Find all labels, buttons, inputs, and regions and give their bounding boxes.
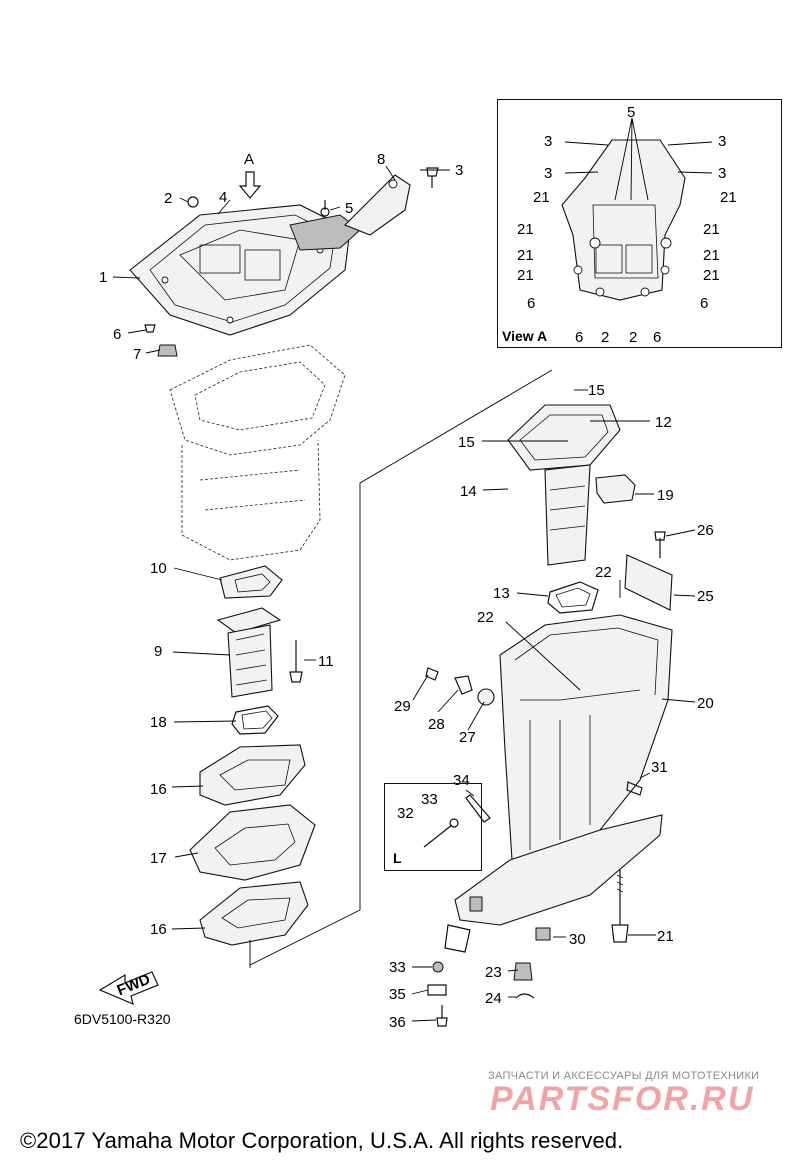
callout-16b: 16	[150, 921, 167, 938]
partsfor-logo: PARTSFOR.RU	[490, 1080, 754, 1118]
callout-34: 34	[453, 772, 470, 789]
callout-24: 24	[485, 990, 502, 1007]
view-a-drawing	[561, 139, 686, 301]
callout-5: 5	[345, 200, 353, 217]
callout-8: 8	[377, 151, 385, 168]
callout-22b: 22	[477, 609, 494, 626]
gasket-10-drawing	[219, 565, 283, 599]
va-callout-6c: 6	[575, 329, 583, 346]
callout-14: 14	[460, 483, 477, 500]
callout-32: 32	[397, 805, 414, 822]
callout-26: 26	[697, 522, 714, 539]
bottom-fittings-drawing	[427, 781, 643, 1027]
view-a-label: View A	[502, 328, 548, 344]
callout-13: 13	[493, 585, 510, 602]
callout-35: 35	[389, 986, 406, 1003]
callout-10: 10	[150, 560, 167, 577]
svg-text:PARTSFOR.RU: PARTSFOR.RU	[490, 1080, 754, 1116]
engine-mount-plate-drawing	[129, 204, 361, 336]
leader-lines	[112, 117, 713, 1022]
callout-27: 27	[459, 729, 476, 746]
callout-20: 20	[697, 695, 714, 712]
va-callout-21e: 21	[517, 247, 534, 264]
callout-1: 1	[99, 269, 107, 286]
va-callout-21f: 21	[703, 247, 720, 264]
callout-6: 6	[113, 326, 121, 343]
callout-33a: 33	[421, 791, 438, 808]
fwd-arrow: FWD	[98, 971, 159, 1006]
gaskets-16-17-drawing	[189, 744, 316, 946]
va-callout-21g: 21	[517, 267, 534, 284]
callout-25: 25	[697, 588, 714, 605]
va-callout-3b: 3	[718, 133, 726, 150]
fittings-27-29-drawing	[425, 667, 495, 706]
callout-7: 7	[133, 346, 141, 363]
callout-12: 12	[655, 414, 672, 431]
va-callout-2b: 2	[629, 329, 637, 346]
upper-casing-drawing	[454, 614, 673, 926]
rubber-mount-drawing	[344, 174, 411, 236]
callout-21: 21	[657, 928, 674, 945]
bolt-11-drawing	[289, 640, 303, 683]
detail-l-frame	[384, 783, 482, 871]
callout-11: 11	[318, 653, 334, 670]
exhaust-guide-drawing	[216, 607, 282, 698]
callout-19: 19	[657, 487, 674, 504]
callout-33b: 33	[389, 959, 406, 976]
view-a-arrow: A	[238, 151, 262, 199]
callout-36: 36	[389, 1014, 406, 1031]
callout-18: 18	[150, 714, 167, 731]
va-callout-21a: 21	[533, 189, 550, 206]
bolt-21-drawing	[611, 870, 629, 943]
va-callout-21d: 21	[703, 221, 720, 238]
va-callout-2a: 2	[601, 329, 609, 346]
callout-17: 17	[150, 850, 167, 867]
seal-18-drawing	[231, 705, 279, 735]
va-callout-6b: 6	[700, 295, 708, 312]
view-a-inset-frame	[497, 99, 782, 348]
callout-22a: 22	[595, 564, 612, 581]
va-callout-21c: 21	[517, 221, 534, 238]
upper-casing-ghost-drawing	[169, 344, 346, 561]
callout-2: 2	[164, 190, 172, 207]
callouts-view-a: 5 3 3 3 3 21 21 21 21 21 21 21 21 6 6 6 …	[517, 104, 737, 346]
plate-25-drawing	[624, 531, 673, 611]
callouts-main: 1 2 3 4 5 6 7 8 9 10 11 12 13 14 15 15 1…	[99, 151, 714, 1031]
va-callout-21h: 21	[703, 267, 720, 284]
watermark-tagline: ЗАПЧАСТИ И АКСЕССУАРЫ ДЛЯ МОТОТЕХНИКИ	[488, 1070, 760, 1082]
va-callout-6d: 6	[653, 329, 661, 346]
va-callout-3d: 3	[718, 165, 726, 182]
callout-29: 29	[394, 698, 411, 715]
va-callout-3c: 3	[544, 165, 552, 182]
callout-15b: 15	[458, 434, 475, 451]
partsfor-watermark: ЗАПЧАСТИ И АКСЕССУАРЫ ДЛЯ МОТОТЕХНИКИ PA…	[488, 1070, 784, 1121]
copyright-notice: ©2017 Yamaha Motor Corporation, U.S.A. A…	[20, 1128, 624, 1153]
callout-16a: 16	[150, 781, 167, 798]
callout-3: 3	[455, 162, 463, 179]
callout-15a: 15	[588, 382, 605, 399]
va-callout-5: 5	[627, 104, 635, 121]
detail-l-label: L	[393, 850, 402, 866]
callout-9: 9	[154, 643, 162, 660]
callout-30: 30	[569, 931, 586, 948]
callout-23: 23	[485, 964, 502, 981]
gasket-13-drawing	[547, 581, 599, 614]
group-divider	[249, 369, 553, 968]
callout-28: 28	[428, 716, 445, 733]
callout-31: 31	[651, 759, 668, 776]
detail-l-parts-drawing	[423, 794, 491, 848]
rubber-19-drawing	[595, 474, 636, 504]
diagram-reference-code: 6DV5100-R320	[74, 1011, 171, 1027]
callout-4: 4	[219, 189, 227, 206]
va-callout-6a: 6	[527, 295, 535, 312]
va-callout-21b: 21	[720, 189, 737, 206]
va-callout-3a: 3	[544, 133, 552, 150]
view-arrow-label: A	[244, 151, 254, 168]
